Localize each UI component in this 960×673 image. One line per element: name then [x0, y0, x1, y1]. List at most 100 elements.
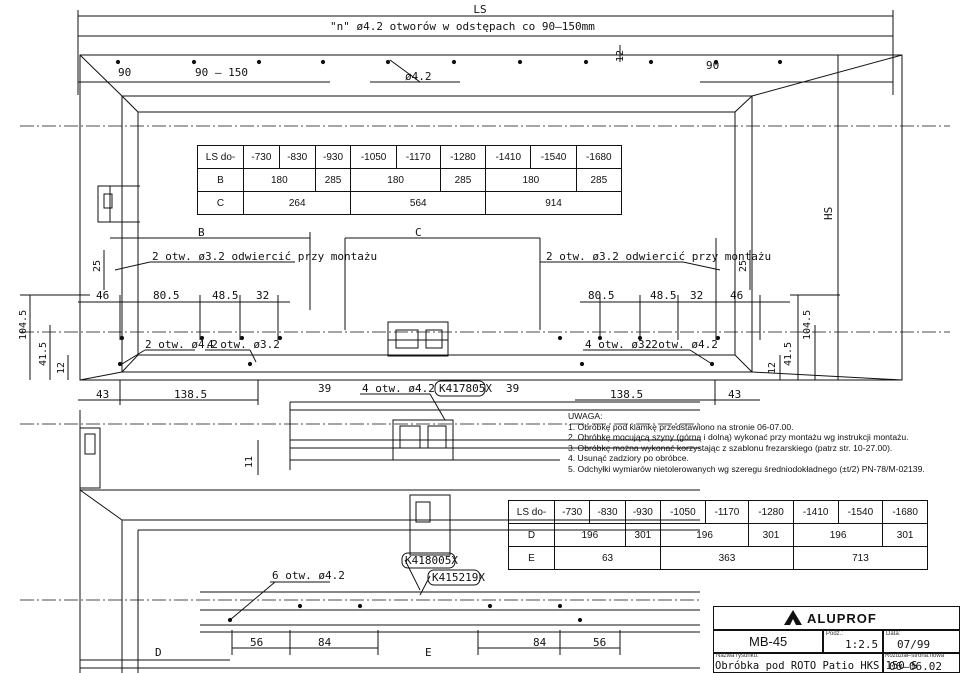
table-cell: D [508, 523, 555, 547]
dim-80-5-left: 80.5 [153, 289, 180, 302]
table-cell: 196 [660, 523, 750, 547]
dim-84-left: 84 [318, 636, 332, 649]
dim-ls: LS [473, 3, 486, 16]
dim-d: D [155, 646, 162, 659]
dim-46-right: 46 [730, 289, 743, 302]
scale-label: Podz.: [826, 631, 844, 637]
dim-b: B [198, 226, 205, 239]
label-frame-k418005x [401, 552, 456, 569]
note-4-holes-32-left: 4 otw. ø3.2 [207, 338, 280, 351]
dim-84-right: 84 [533, 636, 547, 649]
note-2-holes-42-right: 2 otw. ø4.2 [645, 338, 718, 351]
table-cell: 301 [748, 523, 794, 547]
dim-80-5-right: 80.5 [588, 289, 615, 302]
table-cell: -1280 [748, 500, 794, 524]
note-item: 1. Obróbkę pod klamkę przedstawiono na s… [568, 421, 794, 432]
note-item: 5. Odchyłki wymiarów nietolerowanych wg … [568, 463, 925, 474]
label-k417805x: K417805X [439, 382, 492, 395]
table-row: C 264 564 914 [197, 191, 622, 215]
table-cell: 180 [485, 168, 577, 192]
table-cell: -930 [314, 145, 352, 169]
note-drill-left: 2 otw. ø3.2 odwiercić przy montażu [152, 250, 377, 263]
dim-41-5-right: 41.5 [783, 342, 794, 366]
note-drill-right: 2 otw. ø3.2 odwiercić przy montażu [546, 250, 771, 263]
table-row: B 180 285 180 285 180 285 [197, 168, 623, 192]
scale-value: 1:2.5 [845, 638, 879, 651]
table-cell: LS do- [508, 500, 555, 524]
table-cell: 713 [792, 546, 929, 570]
table-cell: -1540 [837, 500, 884, 524]
dim-104-5-right: 104.5 [802, 310, 813, 340]
dim-138-5-left: 138.5 [174, 388, 207, 401]
name-label: Nazwa rysunku: [716, 653, 759, 659]
dim-phi42-top: ø4.2 [405, 70, 432, 83]
dim-11: 11 [244, 456, 255, 468]
table-cell: -1050 [660, 500, 706, 524]
note-item: 3. Obróbkę można wykonać korzystając z s… [568, 442, 893, 453]
table-cell: 196 [554, 523, 626, 547]
table-cell: 285 [575, 168, 623, 192]
label-k415219x: K415219X [432, 571, 485, 584]
table-row: E 63 363 713 [508, 546, 929, 570]
dim-56-right: 56 [593, 636, 606, 649]
dim-104-5-left: 104.5 [18, 310, 29, 340]
table-cell: -1280 [439, 145, 487, 169]
table-cell: -1410 [792, 500, 839, 524]
notes-block: UWAGA: 1. Obróbkę pod klamkę przedstawio… [568, 411, 948, 475]
note-item: 4. Usunąć zadziory po obróbce. [568, 453, 689, 464]
drawing-name: Obróbka pod ROTO Patio HKS 150 S [715, 660, 918, 672]
note-holes: "n" ø4.2 otworów w odstępach co 90–150mm [330, 20, 595, 33]
aluprof-logo-icon [784, 610, 802, 625]
drawing-number-cell [713, 630, 823, 653]
date-value: 07/99 [897, 638, 931, 651]
dim-12-top: 12 [615, 50, 626, 62]
table-cell: -1170 [704, 500, 750, 524]
dim-90-right: 90 [706, 59, 719, 72]
table-row: LS do- -730 -830 -930 -1050 -1170 -1280 … [197, 145, 623, 169]
dim-25-left: 25 [92, 260, 103, 272]
table-cell: -1050 [350, 145, 397, 169]
dim-46-left: 46 [96, 289, 109, 302]
brand-name: ALUPROF [807, 611, 877, 626]
table-cell: -1680 [575, 145, 623, 169]
dim-32-left: 32 [256, 289, 269, 302]
table-cell: E [508, 546, 555, 570]
note-6-holes-42: 6 otw. ø4.2 [272, 569, 345, 582]
dim-43-right: 43 [728, 388, 741, 401]
table-cell: -830 [589, 500, 626, 524]
dim-39-right: 39 [506, 382, 519, 395]
table-cell: -1410 [485, 145, 532, 169]
table-cell: -1680 [882, 500, 928, 524]
page-label: Rozdział–strona.nowa [885, 653, 945, 659]
table-d-e: LS do- -730 -830 -930 -1050 -1170 -1280 … [508, 500, 929, 570]
table-cell: 285 [439, 168, 487, 192]
label-k418005x: K418005X [405, 554, 458, 567]
note-item: 2. Obróbkę mocującą szyny (górną i dolną… [568, 432, 909, 443]
table-cell: 301 [624, 523, 662, 547]
note-4-holes-32-right: 4 otw. ø3.2 [585, 338, 658, 351]
note-2-holes-42-left: 2 otw. ø4.2 [145, 338, 218, 351]
table-cell: -1540 [530, 145, 577, 169]
table-cell: 180 [243, 168, 316, 192]
dim-90-150: 90 — 150 [195, 66, 248, 79]
dim-43-left: 43 [96, 388, 109, 401]
dim-hs: HS [822, 207, 835, 220]
table-cell: 564 [350, 191, 487, 215]
dim-41-5-left: 41.5 [38, 342, 49, 366]
notes-title: UWAGA: [568, 411, 603, 421]
dim-e: E [425, 646, 432, 659]
title-block: ALUPROF MB-45 Podz.: 1:2.5 Data: 07/99 N… [713, 606, 960, 673]
scale-cell [823, 630, 883, 653]
table-cell: 196 [792, 523, 884, 547]
dim-56-left: 56 [250, 636, 263, 649]
date-label: Data: [886, 631, 901, 637]
table-cell: LS do- [197, 145, 244, 169]
table-cell: 285 [314, 168, 352, 192]
table-row: D 196 301 196 301 196 301 [508, 523, 928, 547]
table-cell: -730 [243, 145, 280, 169]
label-frame-k417805x [434, 380, 486, 397]
table-cell: -730 [553, 500, 591, 524]
table-cell: -930 [624, 500, 662, 524]
table-cell: 301 [882, 523, 928, 547]
